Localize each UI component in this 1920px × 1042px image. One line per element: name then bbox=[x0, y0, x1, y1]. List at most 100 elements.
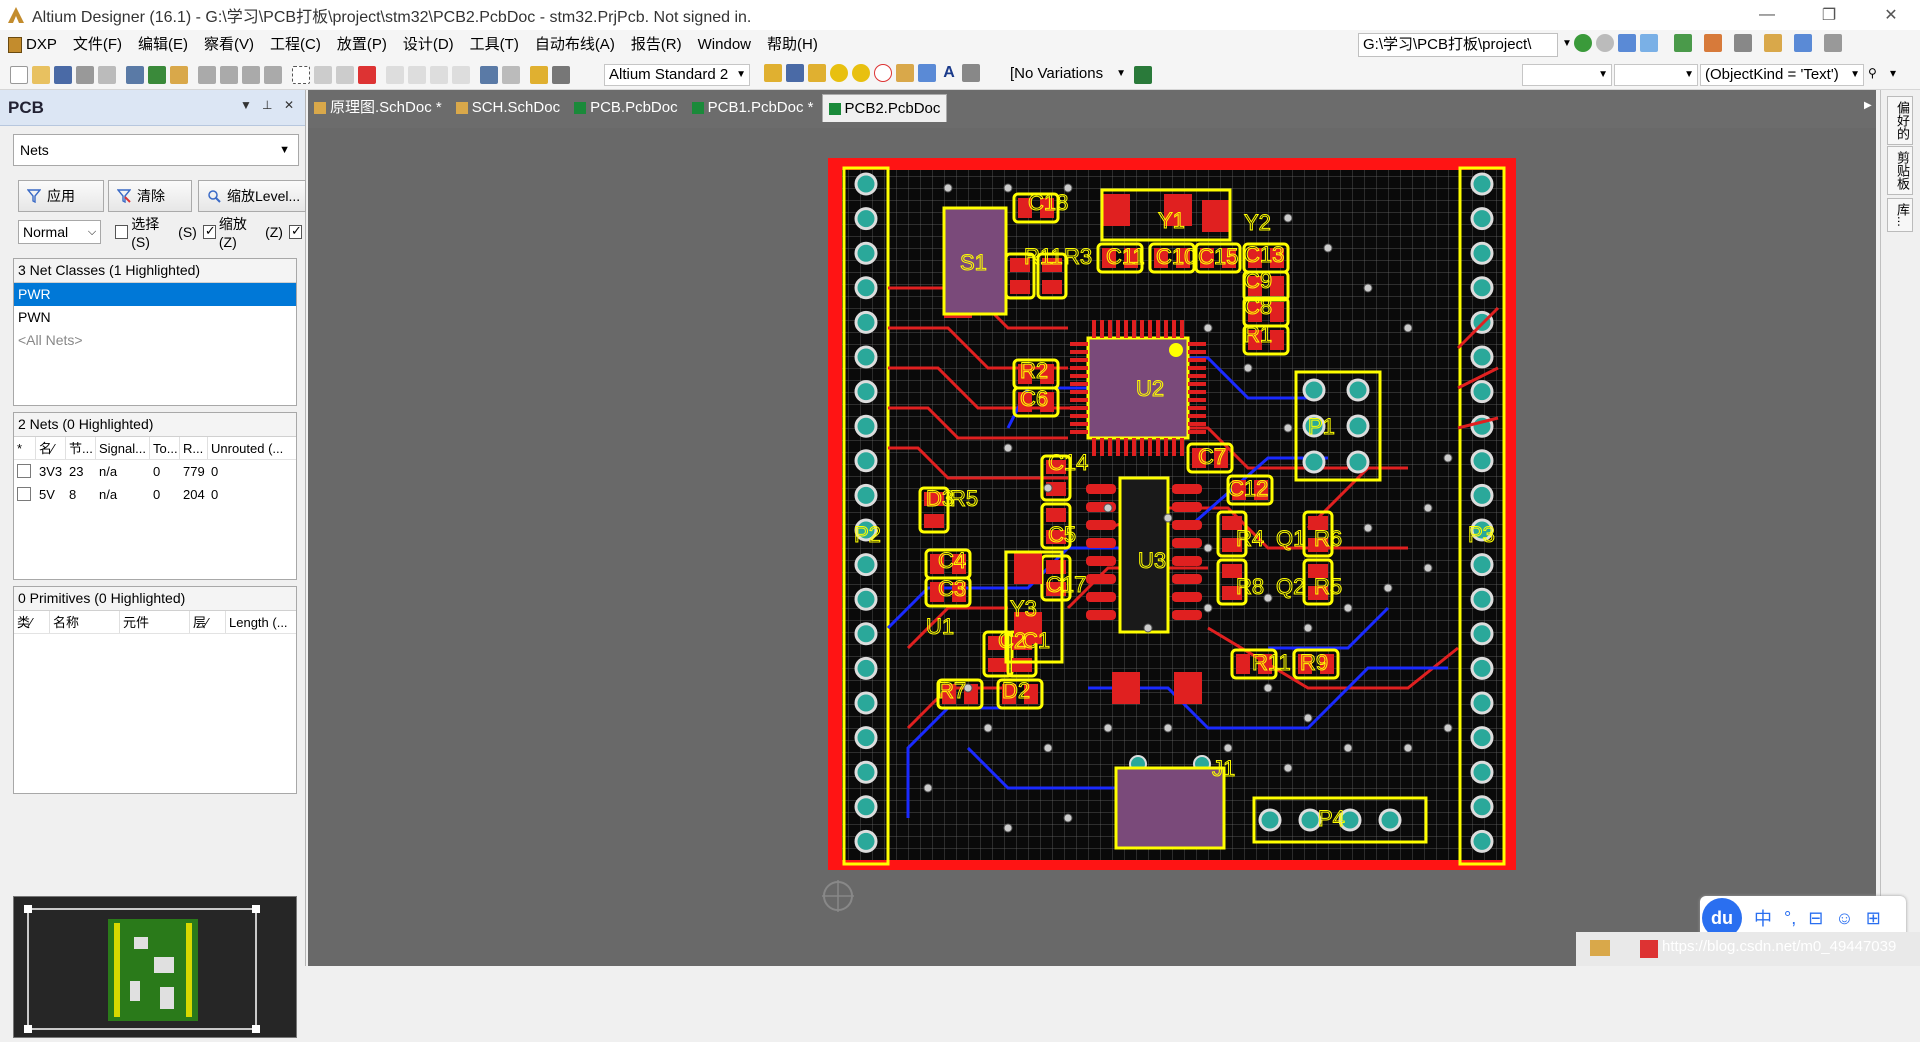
baidu-ime-logo[interactable]: du bbox=[1702, 898, 1742, 938]
column-header[interactable]: 节... bbox=[66, 437, 96, 459]
diff-pair-icon[interactable] bbox=[786, 64, 804, 82]
menu-window[interactable]: Window bbox=[697, 36, 751, 53]
close-button[interactable]: ✕ bbox=[1884, 7, 1898, 24]
text-icon[interactable]: A bbox=[943, 64, 955, 81]
browse-icon[interactable] bbox=[552, 65, 570, 84]
page-icon[interactable] bbox=[1640, 34, 1658, 52]
highlight-icon[interactable] bbox=[530, 65, 548, 84]
zoom-area-icon[interactable] bbox=[220, 65, 238, 84]
clear-button[interactable]: 清除 bbox=[108, 180, 192, 212]
column-header[interactable]: To... bbox=[150, 437, 180, 459]
deselect-icon[interactable] bbox=[358, 65, 376, 84]
minimize-button[interactable]: — bbox=[1759, 6, 1775, 23]
undo-icon[interactable] bbox=[480, 65, 498, 84]
ime-chinese-icon[interactable]: 中 bbox=[1754, 909, 1772, 929]
menu-design[interactable]: 设计(D) bbox=[402, 36, 454, 53]
filter-icon[interactable] bbox=[1734, 34, 1752, 52]
variations-combo[interactable]: [No Variations▼ bbox=[1006, 64, 1126, 86]
column-header[interactable]: 名⁄ bbox=[36, 437, 66, 459]
folder-icon[interactable] bbox=[170, 65, 188, 84]
panel-close-icon[interactable]: ✕ bbox=[284, 98, 295, 112]
mask-mode-select[interactable]: Normal⌵ bbox=[18, 220, 102, 244]
via-icon[interactable] bbox=[852, 64, 870, 82]
home-icon[interactable] bbox=[1618, 34, 1636, 52]
column-header[interactable]: Unrouted (... bbox=[211, 441, 284, 456]
layer-stack-icon[interactable] bbox=[126, 65, 144, 84]
print-icon[interactable] bbox=[76, 65, 94, 84]
panel-mode-select[interactable]: Nets▼ bbox=[13, 134, 299, 166]
menu-edit[interactable]: 编辑(E) bbox=[138, 36, 188, 53]
rubber-stamp-icon[interactable] bbox=[452, 65, 470, 84]
pad-icon[interactable] bbox=[830, 64, 848, 82]
right-tab-libraries[interactable]: 库... bbox=[1887, 198, 1913, 232]
panel-menu-icon[interactable]: ▼ bbox=[240, 98, 252, 112]
column-header[interactable]: * bbox=[14, 437, 36, 459]
zoom-fit-icon[interactable] bbox=[198, 65, 216, 84]
layer-set-combo[interactable]: Altium Standard 2▼ bbox=[604, 64, 750, 86]
board-minimap[interactable] bbox=[13, 896, 297, 1038]
tab-schematic-2[interactable]: SCH.SchDoc bbox=[450, 94, 566, 122]
route-icon[interactable] bbox=[764, 64, 782, 82]
fill-icon[interactable] bbox=[896, 64, 914, 82]
select-rect-icon[interactable] bbox=[292, 65, 310, 84]
path-combo[interactable]: G:\学习\PCB打板\project\ bbox=[1358, 33, 1558, 57]
tab-pcb2[interactable]: PCB2.PcbDoc bbox=[821, 94, 948, 122]
apply-button[interactable]: 应用 bbox=[18, 180, 104, 212]
cut-icon[interactable] bbox=[386, 65, 404, 84]
column-header[interactable]: Signal... bbox=[96, 437, 150, 459]
arc-icon[interactable] bbox=[874, 64, 892, 82]
tab-schematic-1[interactable]: 原理图.SchDoc * bbox=[308, 94, 448, 122]
zoom-level-button[interactable]: 缩放Level... bbox=[198, 180, 306, 212]
ime-punct-icon[interactable]: °, bbox=[1784, 907, 1797, 928]
tab-pcb1[interactable]: PCB1.PcbDoc * bbox=[686, 94, 820, 122]
column-header[interactable]: R... bbox=[180, 437, 208, 459]
taskbar-folder-icon[interactable] bbox=[1590, 940, 1610, 956]
menu-place[interactable]: 放置(P) bbox=[336, 36, 387, 53]
zoom-select-icon[interactable] bbox=[242, 65, 260, 84]
align-icon[interactable] bbox=[1764, 34, 1782, 52]
net-color-swatch[interactable] bbox=[17, 464, 31, 478]
pcb-icon[interactable] bbox=[148, 65, 166, 84]
paste-icon[interactable] bbox=[430, 65, 448, 84]
copy-icon[interactable] bbox=[408, 65, 426, 84]
select-move-icon[interactable] bbox=[336, 65, 354, 84]
component-icon[interactable] bbox=[962, 64, 980, 82]
filter-clear-icon[interactable]: ▾ bbox=[1890, 66, 1897, 80]
save-icon[interactable] bbox=[54, 65, 72, 84]
clear-existing-checkbox[interactable] bbox=[288, 223, 302, 239]
net-color-swatch[interactable] bbox=[17, 487, 31, 501]
table-row[interactable]: 5V 8 n/a 0 204 0 bbox=[14, 483, 296, 506]
restore-button[interactable]: ❐ bbox=[1821, 7, 1837, 24]
pin-icon[interactable]: ⊥ bbox=[262, 98, 273, 112]
menu-project[interactable]: 工程(C) bbox=[270, 36, 321, 53]
tab-pcb[interactable]: PCB.PcbDoc bbox=[568, 94, 684, 122]
dots-icon[interactable] bbox=[1824, 34, 1842, 52]
multi-route-icon[interactable] bbox=[808, 64, 826, 82]
new-icon[interactable] bbox=[10, 65, 28, 84]
column-header[interactable]: 类⁄ bbox=[14, 611, 50, 633]
zoom-filter-icon[interactable] bbox=[264, 65, 282, 84]
ime-toolbox-icon[interactable]: ⊟ bbox=[1808, 907, 1824, 928]
right-tab-clipboard[interactable]: 剪贴板 bbox=[1887, 146, 1913, 195]
forward-icon[interactable] bbox=[1596, 34, 1614, 52]
column-header[interactable]: 层⁄ bbox=[190, 611, 226, 633]
polygon-icon[interactable] bbox=[918, 64, 936, 82]
right-tab-favorites[interactable]: 偏好的 bbox=[1887, 96, 1913, 145]
table-row[interactable]: 3V3 23 n/a 0 779 0 bbox=[14, 460, 296, 483]
grid-icon[interactable] bbox=[1794, 34, 1812, 52]
ime-grid-icon[interactable]: ⊞ bbox=[1865, 907, 1881, 928]
move-icon[interactable] bbox=[314, 65, 332, 84]
list-item[interactable]: PWN bbox=[18, 309, 51, 325]
select-checkbox[interactable] bbox=[115, 225, 129, 239]
path-dropdown-icon[interactable]: ▼ bbox=[1562, 38, 1572, 49]
menu-help[interactable]: 帮助(H) bbox=[767, 36, 818, 53]
menu-reports[interactable]: 报告(R) bbox=[630, 36, 682, 53]
variant-icon[interactable] bbox=[1134, 66, 1152, 84]
column-header[interactable]: 元件 bbox=[120, 611, 190, 633]
column-header[interactable]: Length (... bbox=[229, 615, 288, 630]
filter-combo-2[interactable]: ▼ bbox=[1614, 64, 1698, 86]
zoom-checkbox[interactable] bbox=[202, 223, 216, 239]
menu-dxp[interactable]: DXP bbox=[0, 30, 65, 60]
column-header[interactable]: 名称 bbox=[50, 611, 120, 633]
